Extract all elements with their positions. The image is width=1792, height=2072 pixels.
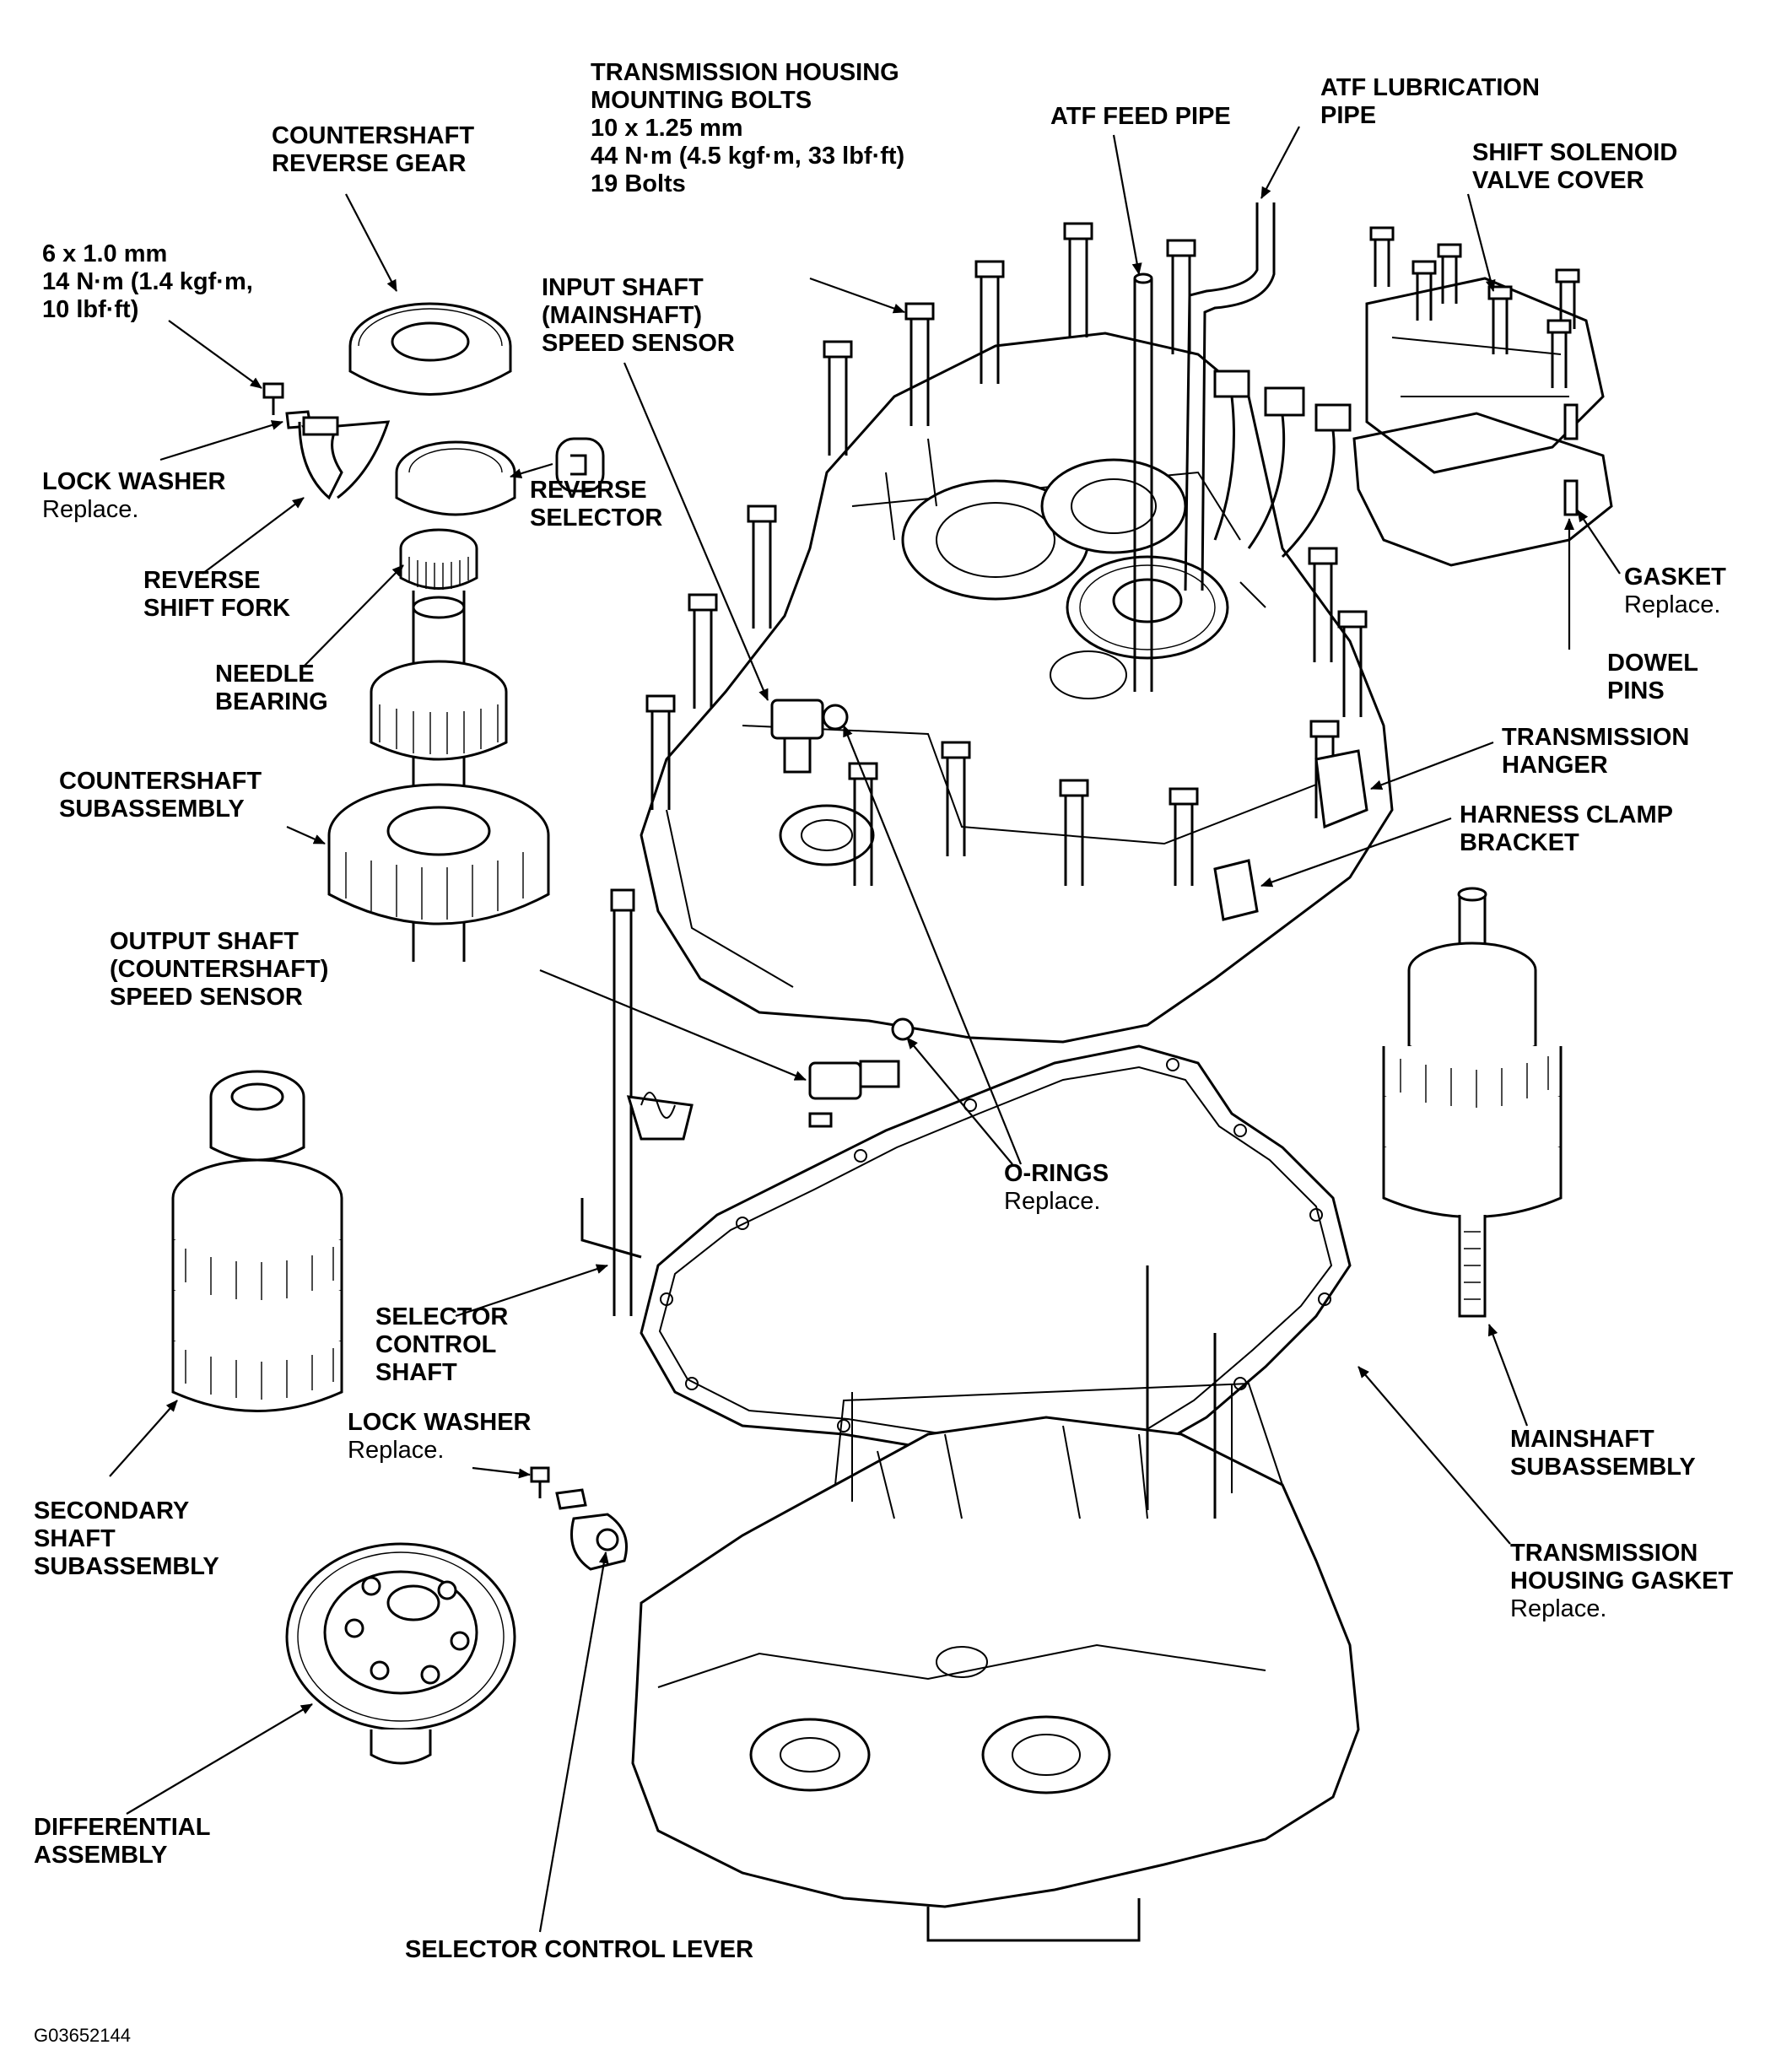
label-atf-lubrication-pipe: ATF LUBRICATION PIPE <box>1320 74 1540 129</box>
reverse-shift-fork <box>298 416 391 500</box>
countershaft-reverse-gear <box>348 302 512 396</box>
label-transmission-housing-gasket: TRANSMISSION HOUSING GASKET Replace. <box>1510 1540 1734 1622</box>
mainshaft-subassembly <box>1382 887 1563 1318</box>
label-lock-washer-top: LOCK WASHER Replace. <box>42 468 226 523</box>
label-selector-control-lever: SELECTOR CONTROL LEVER <box>405 1936 754 1963</box>
label-input-shaft-speed-sensor: INPUT SHAFT (MAINSHAFT) SPEED SENSOR <box>542 274 735 357</box>
harness-clamp-bracket <box>1213 859 1259 921</box>
label-housing-mounting-bolts: TRANSMISSION HOUSING MOUNTING BOLTS 10 x… <box>591 59 905 197</box>
label-shift-solenoid-valve-cover: SHIFT SOLENOID VALVE COVER <box>1472 139 1678 194</box>
label-lock-washer-bottom: LOCK WASHER Replace. <box>348 1409 532 1464</box>
label-dowel-pins: DOWEL PINS <box>1607 650 1698 704</box>
reverse-selector <box>395 440 516 516</box>
label-small-bolt-spec: 6 x 1.0 mm 14 N·m (1.4 kgf·m, 10 lbf·ft) <box>42 240 253 323</box>
lock-washer-bottom <box>530 1466 587 1510</box>
label-mainshaft-subassembly: MAINSHAFT SUBASSEMBLY <box>1510 1426 1696 1481</box>
input-shaft-speed-sensor <box>770 699 849 774</box>
selector-control-shaft <box>580 888 694 1316</box>
output-shaft-speed-sensor <box>808 1017 915 1128</box>
label-transmission-hanger: TRANSMISSION HANGER <box>1502 724 1690 779</box>
label-reverse-shift-fork: REVERSE SHIFT FORK <box>143 567 290 622</box>
label-reverse-selector: REVERSE SELECTOR <box>530 477 663 531</box>
label-selector-control-shaft: SELECTOR CONTROL SHAFT <box>375 1303 509 1386</box>
transmission-hanger <box>1314 749 1368 829</box>
atf-feed-pipe <box>1133 272 1153 692</box>
atf-lubrication-pipe <box>1184 202 1276 591</box>
label-output-shaft-speed-sensor: OUTPUT SHAFT (COUNTERSHAFT) SPEED SENSOR <box>110 928 329 1011</box>
label-differential-assembly: DIFFERENTIAL ASSEMBLY <box>34 1814 211 1869</box>
label-needle-bearing: NEEDLE BEARING <box>215 661 328 715</box>
figure-id: G03652144 <box>34 2025 131 2046</box>
countershaft-subassembly <box>327 591 550 962</box>
transmission-case-lower <box>631 1265 1360 1942</box>
differential-assembly <box>285 1542 516 1765</box>
label-gasket: GASKET Replace. <box>1624 564 1726 618</box>
small-bolt <box>262 382 284 415</box>
housing-mounting-bolts <box>645 222 1368 886</box>
label-secondary-shaft-subassembly: SECONDARY SHAFT SUBASSEMBLY <box>34 1497 219 1580</box>
selector-control-lever <box>570 1513 628 1571</box>
label-harness-clamp-bracket: HARNESS CLAMP BRACKET <box>1460 801 1673 856</box>
harness-connectors <box>1213 370 1352 558</box>
dowel-pins <box>1563 403 1579 516</box>
leader-lines <box>109 126 1621 1933</box>
label-countershaft-subassembly: COUNTERSHAFT SUBASSEMBLY <box>59 768 262 823</box>
secondary-shaft-subassembly <box>171 1070 343 1412</box>
reverse-selector-icon <box>555 437 605 493</box>
label-countershaft-reverse-gear: COUNTERSHAFT REVERSE GEAR <box>272 122 475 177</box>
label-atf-feed-pipe: ATF FEED PIPE <box>1050 103 1231 130</box>
needle-bearing <box>399 528 478 590</box>
label-o-rings: O-RINGS Replace. <box>1004 1160 1109 1215</box>
transmission-housing-gasket <box>640 1044 1352 1461</box>
transmission-housing-upper <box>640 332 1394 1044</box>
